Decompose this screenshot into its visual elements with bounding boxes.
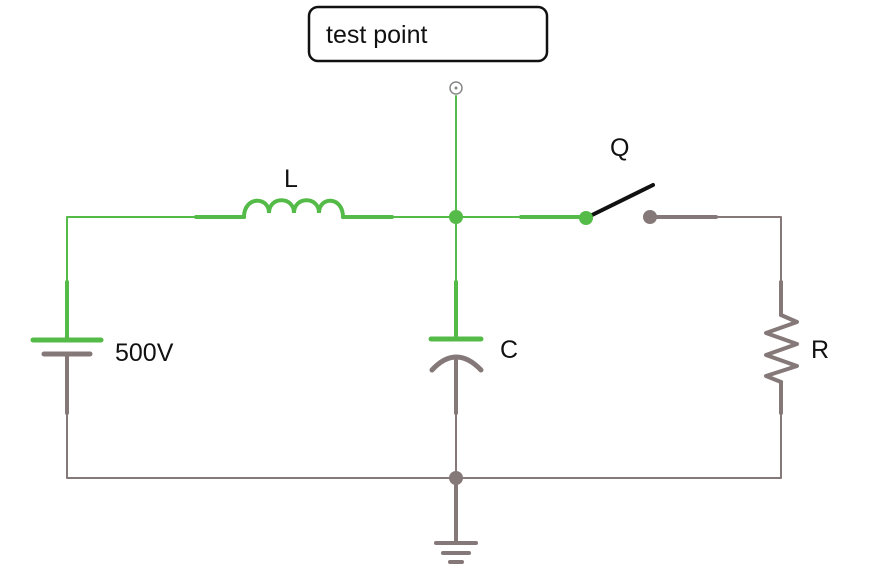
ground-icon bbox=[434, 541, 478, 564]
wire-right-top bbox=[715, 216, 782, 283]
capacitor-label: C bbox=[500, 336, 518, 364]
wire-left-bottom bbox=[66, 412, 457, 479]
test-point-box: test point bbox=[307, 5, 549, 63]
resistor-label: R bbox=[811, 336, 829, 364]
capacitor-plate-curved bbox=[429, 354, 484, 373]
junction-node-top bbox=[449, 210, 463, 224]
inductor-label: L bbox=[284, 165, 298, 193]
test-point-box-frame bbox=[307, 5, 549, 63]
test-point-dot bbox=[454, 86, 458, 90]
energized-wires bbox=[65, 95, 588, 340]
switch-blade bbox=[584, 183, 655, 220]
capacitor-icon bbox=[428, 336, 484, 373]
wire-right-bottom bbox=[455, 412, 782, 479]
junction-node-bottom bbox=[449, 471, 463, 485]
ground-side-wires bbox=[65, 215, 783, 543]
switch-label: Q bbox=[610, 134, 629, 162]
resistor-zigzag-icon bbox=[764, 313, 799, 384]
inductor-coil-icon bbox=[242, 198, 345, 219]
wire-left-top bbox=[66, 216, 197, 283]
switch-contact-left bbox=[579, 211, 593, 225]
source-label: 500V bbox=[115, 339, 174, 367]
test-point-label: test point bbox=[326, 21, 428, 49]
test-point-terminal-icon bbox=[449, 81, 463, 95]
switch-icon bbox=[579, 183, 657, 225]
battery-icon bbox=[30, 337, 104, 357]
